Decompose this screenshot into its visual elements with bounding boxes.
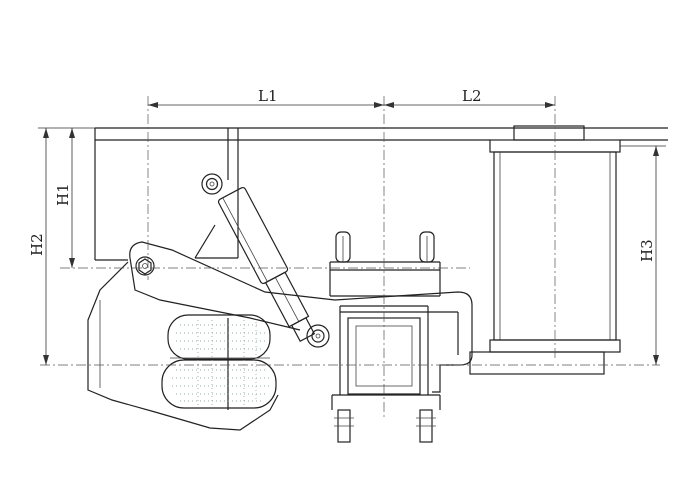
lower-shock-mount (306, 324, 330, 348)
h3-label: H3 (638, 239, 656, 262)
dimension-h2 (38, 127, 60, 365)
upper-shock-mount (201, 173, 223, 195)
hanger-bracket (194, 128, 239, 259)
air-spring (161, 314, 277, 410)
dimension-l1 (148, 102, 384, 108)
shock-absorber (217, 186, 316, 343)
h2-label: H2 (28, 233, 46, 256)
trailing-arm (129, 241, 473, 393)
dimension-h3 (620, 145, 666, 365)
l2-label: L2 (462, 87, 482, 105)
center-lines (40, 96, 660, 420)
l1-label: L1 (258, 87, 278, 105)
chassis-frame-rail (94, 127, 668, 261)
rear-air-spring (469, 125, 621, 375)
dimension-h1 (60, 127, 95, 268)
h1-label: H1 (54, 183, 72, 206)
airbag-bracket (87, 261, 279, 431)
dimension-l2 (384, 102, 555, 108)
axle-tube (331, 305, 441, 410)
axle-seat (329, 231, 441, 297)
u-bolt-ends (334, 409, 436, 443)
